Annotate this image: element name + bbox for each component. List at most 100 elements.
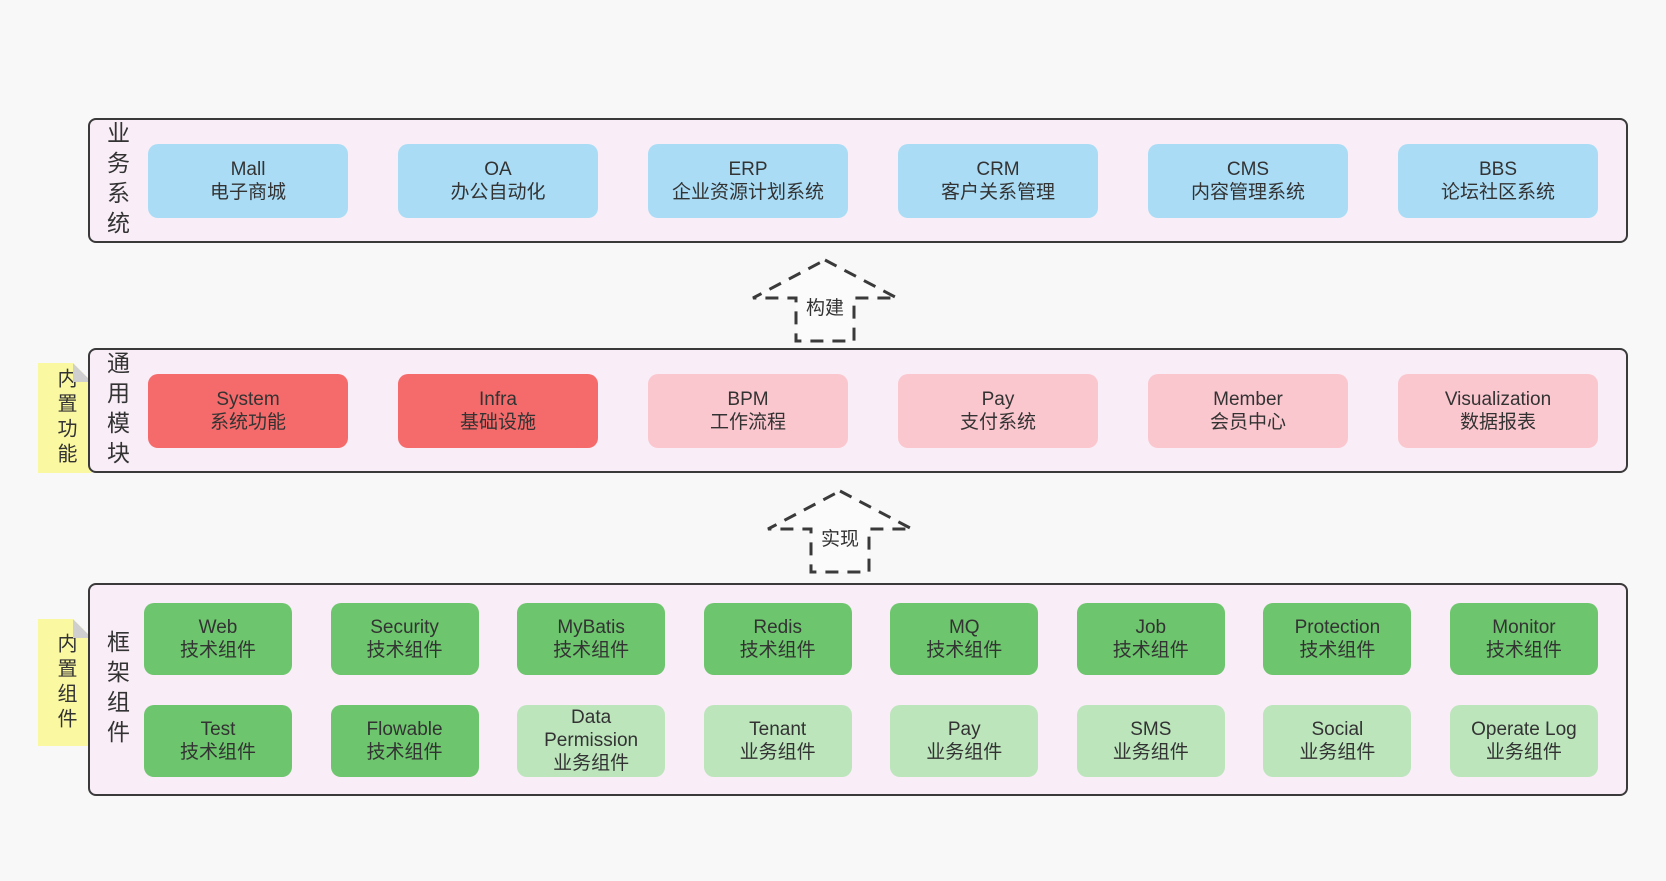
box-name: Data Permission — [544, 707, 639, 751]
box-desc: 办公自动化 — [450, 181, 546, 203]
box-desc: 业务组件 — [1299, 741, 1376, 763]
box-name: Protection — [1294, 616, 1381, 638]
box-desc: 基础设施 — [459, 411, 536, 433]
box-desc: 技术组件 — [179, 639, 256, 661]
arrow-build: 构建 — [750, 256, 900, 344]
box-desc: 技术组件 — [1485, 639, 1562, 661]
box-member: Member 会员中心 — [1148, 373, 1348, 448]
box-desc: 业务组件 — [1485, 741, 1562, 763]
band-common-modules: 通用模块 System 系统功能 Infra 基础设施 BPM 工作流程 Pay… — [88, 348, 1628, 473]
box-name: Mall — [230, 158, 266, 180]
box-desc: 数据报表 — [1459, 411, 1536, 433]
box-visualization: Visualization 数据报表 — [1398, 373, 1598, 448]
box-name: System — [216, 388, 280, 410]
arrow-label: 构建 — [802, 293, 848, 320]
box-name: Social — [1311, 718, 1364, 740]
box-data-permission: Data Permission 业务组件 — [517, 704, 666, 777]
box-desc: 系统功能 — [209, 411, 286, 433]
box-name: ERP — [728, 158, 768, 180]
box-cms: CMS 内容管理系统 — [1148, 143, 1348, 218]
band-business-systems: 业务系统 Mall 电子商城 OA 办公自动化 ERP 企业资源计划系统 CRM… — [88, 118, 1628, 243]
box-security: Security 技术组件 — [330, 602, 479, 675]
band-label-business-systems: 业务系统 — [90, 120, 142, 241]
box-test: Test 技术组件 — [144, 704, 292, 777]
band-label-common-modules: 通用模块 — [90, 350, 142, 471]
band-framework-components-boxes: Web 技术组件 Security 技术组件 MyBatis 技术组件 Redi… — [142, 602, 1626, 777]
box-desc: 技术组件 — [366, 639, 443, 661]
box-redis: Redis 技术组件 — [703, 602, 852, 675]
box-operate-log: Operate Log 业务组件 — [1449, 704, 1598, 777]
band-framework-components: 框架组件 Web 技术组件 Security 技术组件 MyBatis 技术组件… — [88, 583, 1628, 796]
box-name: Tenant — [749, 718, 807, 740]
box-desc: 客户关系管理 — [940, 181, 1055, 203]
box-system: System 系统功能 — [148, 373, 348, 448]
box-desc: 论坛社区系统 — [1440, 181, 1555, 203]
box-crm: CRM 客户关系管理 — [898, 143, 1098, 218]
box-name: OA — [484, 158, 512, 180]
box-name: Monitor — [1492, 616, 1556, 638]
band-common-modules-boxes: System 系统功能 Infra 基础设施 BPM 工作流程 Pay 支付系统… — [142, 373, 1626, 448]
box-name: Operate Log — [1471, 718, 1577, 740]
box-name: SMS — [1130, 718, 1172, 740]
box-name: Member — [1213, 388, 1283, 410]
box-bbs: BBS 论坛社区系统 — [1398, 143, 1598, 218]
box-desc: 技术组件 — [739, 639, 816, 661]
box-name: Redis — [753, 616, 802, 638]
box-erp: ERP 企业资源计划系统 — [648, 143, 848, 218]
band-label-text: 框架组件 — [103, 629, 130, 750]
box-mall: Mall 电子商城 — [148, 143, 348, 218]
box-infra: Infra 基础设施 — [398, 373, 598, 448]
box-name: Pay — [981, 388, 1015, 410]
band-label-framework-components: 框架组件 — [90, 585, 142, 794]
box-name: CMS — [1226, 158, 1270, 180]
box-desc: 业务组件 — [739, 741, 816, 763]
box-name: Pay — [947, 718, 981, 740]
box-name: MQ — [948, 616, 980, 638]
box-desc: 工作流程 — [709, 411, 786, 433]
box-name: Flowable — [366, 718, 443, 740]
box-desc: 支付系统 — [959, 411, 1036, 433]
box-monitor: Monitor 技术组件 — [1449, 602, 1598, 675]
box-name: Web — [198, 616, 238, 638]
box-desc: 电子商城 — [209, 181, 286, 203]
box-web: Web 技术组件 — [144, 602, 292, 675]
band-label-text: 业务系统 — [103, 120, 130, 241]
box-desc: 企业资源计划系统 — [671, 181, 824, 203]
sticky-note-built-in-components: 内置组件 — [38, 619, 92, 746]
band-business-systems-boxes: Mall 电子商城 OA 办公自动化 ERP 企业资源计划系统 CRM 客户关系… — [142, 143, 1626, 218]
box-name: Security — [370, 616, 439, 638]
box-desc: 技术组件 — [1299, 639, 1376, 661]
sticky-note-built-in-features: 内置功能 — [38, 363, 92, 473]
box-sms: SMS 业务组件 — [1076, 704, 1225, 777]
box-name: CRM — [976, 158, 1020, 180]
box-protection: Protection 技术组件 — [1263, 602, 1412, 675]
box-name: Job — [1135, 616, 1167, 638]
box-desc: 会员中心 — [1209, 411, 1286, 433]
box-oa: OA 办公自动化 — [398, 143, 598, 218]
sticky-note-text: 内置功能 — [54, 368, 76, 468]
box-tenant: Tenant 业务组件 — [703, 704, 852, 777]
box-mq: MQ 技术组件 — [890, 602, 1039, 675]
sticky-note-text: 内置组件 — [54, 632, 76, 733]
box-pay-module: Pay 支付系统 — [898, 373, 1098, 448]
box-name: BBS — [1478, 158, 1518, 180]
arrow-label: 实现 — [817, 524, 863, 551]
box-desc: 业务组件 — [926, 741, 1003, 763]
box-desc: 技术组件 — [366, 741, 443, 763]
box-flowable: Flowable 技术组件 — [330, 704, 479, 777]
box-desc: 业务组件 — [553, 753, 630, 774]
box-desc: 业务组件 — [1112, 741, 1189, 763]
arrow-implement: 实现 — [765, 487, 915, 575]
box-name: MyBatis — [557, 616, 625, 638]
box-desc: 技术组件 — [1112, 639, 1189, 661]
box-job: Job 技术组件 — [1076, 602, 1225, 675]
band-label-text: 通用模块 — [103, 350, 130, 471]
box-desc: 技术组件 — [553, 639, 630, 661]
box-name: Infra — [478, 388, 518, 410]
box-name: Test — [200, 718, 236, 740]
box-desc: 内容管理系统 — [1190, 181, 1305, 203]
box-bpm: BPM 工作流程 — [648, 373, 848, 448]
box-mybatis: MyBatis 技术组件 — [517, 602, 666, 675]
box-desc: 技术组件 — [926, 639, 1003, 661]
